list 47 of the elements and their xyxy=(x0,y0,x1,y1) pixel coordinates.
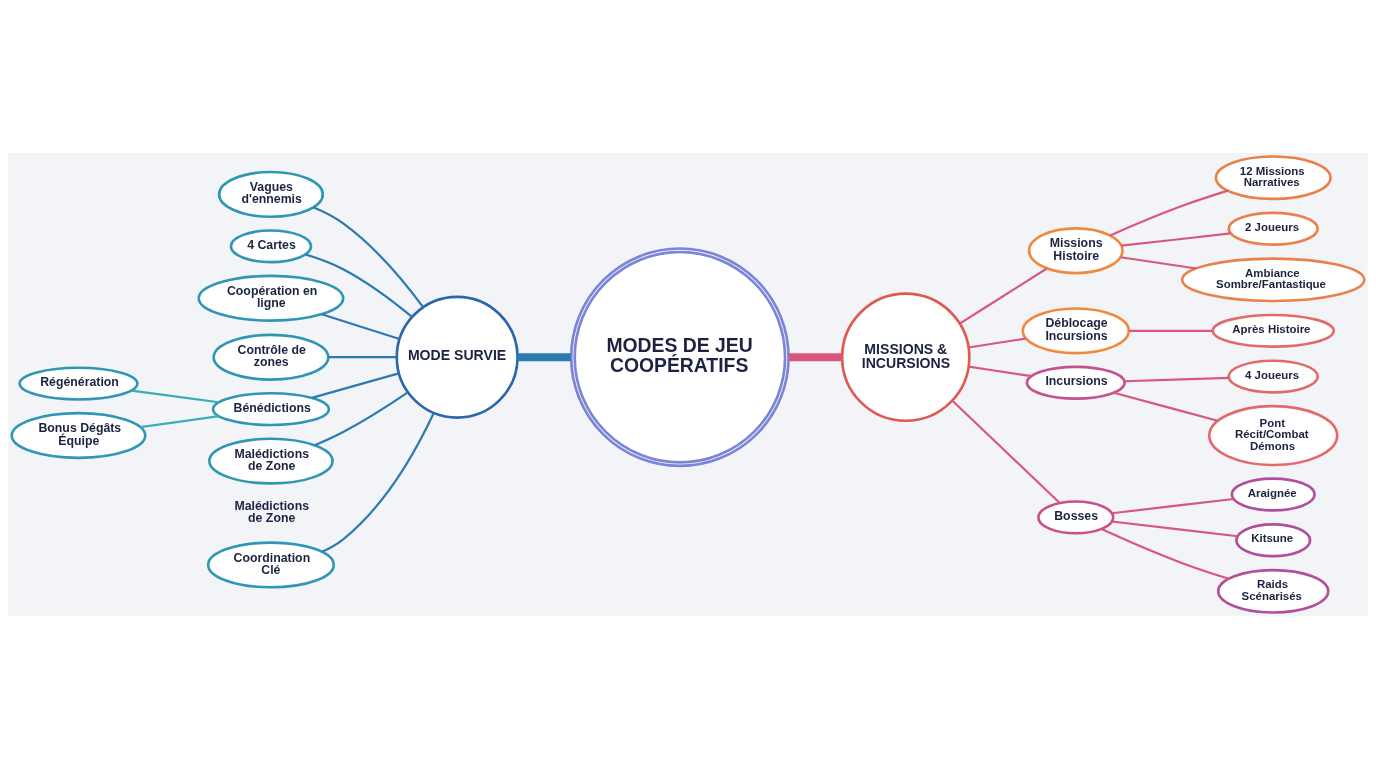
connector xyxy=(305,252,413,318)
connector xyxy=(1111,497,1234,514)
node-ellipse: 4 Joueurs xyxy=(1227,358,1320,394)
connector xyxy=(1109,189,1229,237)
node-ellipse: Coordination Clé xyxy=(206,540,336,589)
connector xyxy=(328,355,397,358)
node-ellipse: Missions Histoire xyxy=(1027,226,1124,274)
connector xyxy=(1128,329,1213,332)
node-label: Malédictions de Zone xyxy=(234,498,310,525)
node-circle: MISSIONS & INCURSIONS xyxy=(840,291,971,422)
node-ellipse: 4 Cartes xyxy=(229,228,313,263)
connector xyxy=(951,399,1061,504)
node-ellipse: Contrôle de zones xyxy=(212,333,330,381)
node-ellipse: Bosses xyxy=(1037,499,1115,535)
connector xyxy=(1121,231,1231,247)
connector xyxy=(968,336,1027,349)
connector xyxy=(312,205,424,308)
node-ellipse: Bénédictions xyxy=(211,391,331,426)
connector xyxy=(1101,527,1230,580)
connector xyxy=(311,371,400,399)
node-ellipse: Bonus Dégâts Équipe xyxy=(10,411,147,459)
node-ellipse: Coopération en ligne xyxy=(197,274,345,322)
connector xyxy=(140,414,220,428)
node-ellipse: Après Histoire xyxy=(1211,313,1335,348)
node-ellipse: Régénération xyxy=(18,365,139,401)
connector xyxy=(1113,391,1218,422)
connector xyxy=(321,412,435,553)
node-ellipse: Ambiance Sombre/Fantastique xyxy=(1180,256,1366,302)
connector xyxy=(1124,376,1229,382)
node-ellipse: 12 Missions Narratives xyxy=(1214,154,1332,200)
node-circle: MODE SURVIE xyxy=(395,295,519,419)
node-ellipse: Vagues d'ennemis xyxy=(217,170,325,218)
node-ellipse: Araignée xyxy=(1230,476,1316,512)
connector xyxy=(321,312,400,340)
node-ellipse: Raids Scénarisés xyxy=(1216,568,1330,614)
connector xyxy=(959,267,1048,325)
connector xyxy=(131,389,219,403)
node-ellipse: Malédictions de Zone xyxy=(208,436,334,485)
node-ellipse: Incursions xyxy=(1025,365,1126,400)
connector xyxy=(968,365,1032,377)
connector xyxy=(1120,255,1197,270)
connector xyxy=(314,390,409,446)
node-ellipse: Pont Récit/Combat Démons xyxy=(1207,404,1339,466)
node-ellipse: 2 Joueurs xyxy=(1227,211,1320,246)
node-ellipse: Kitsune xyxy=(1235,522,1312,557)
connector xyxy=(1111,519,1238,537)
node-ellipse: Déblocage Incursions xyxy=(1021,306,1131,354)
